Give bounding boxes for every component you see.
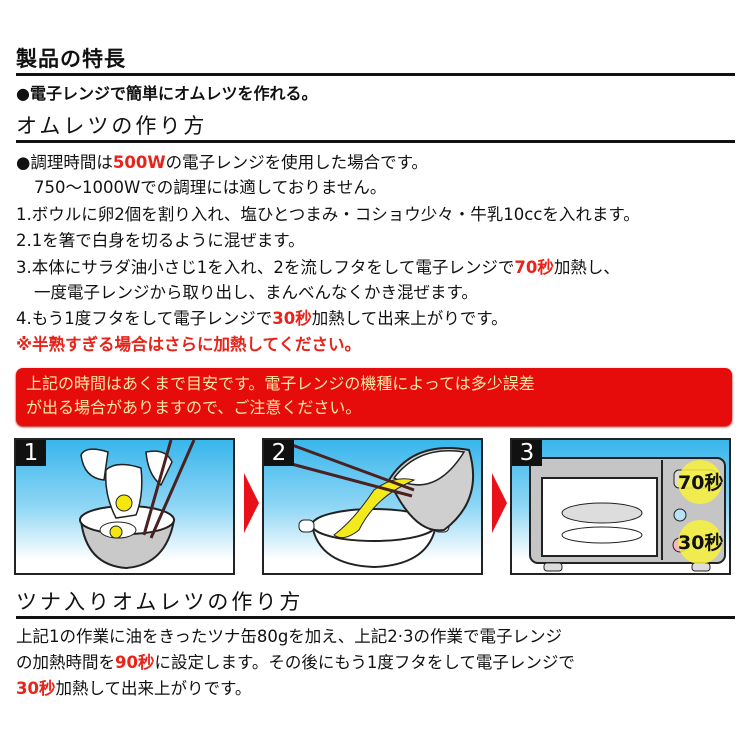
microwave-illustration <box>529 457 726 572</box>
tuna-time-90: 90秒 <box>115 653 155 672</box>
step-panel-2: 2 <box>262 438 483 575</box>
notice-line-2: が出る場合がありますので、ご注意ください。 <box>26 398 362 417</box>
step-3-continuation: 一度電子レンジから取り出し、まんべんなくかき混ぜます。 <box>34 283 478 302</box>
egg-bowl-illustration <box>79 440 196 570</box>
tuna-heading: ツナ入りオムレツの作り方 <box>16 589 735 619</box>
step-2: 2.1を箸で白身を切るように混ぜます。 <box>16 231 305 250</box>
time-badge-30: 30秒 <box>678 532 724 554</box>
features-heading: 製品の特長 <box>16 46 735 76</box>
step-3-prefix: 3.本体にサラダ油小さじ1を入れ、2を流しフタをして電子レンジで <box>16 258 515 277</box>
features-bullet: ●電子レンジで簡単にオムレツを作れる。 <box>16 84 318 103</box>
tuna-line-3-suffix: 加熱して出来上がりです。 <box>55 679 252 698</box>
half-cooked-warning: ※半熟すぎる場合はさらに加熱してください。 <box>16 335 362 354</box>
note-suffix: の電子レンジを使用した場合です。 <box>165 153 428 172</box>
step-3-time: 70秒 <box>514 258 554 277</box>
step-4-time: 30秒 <box>272 309 312 328</box>
wattage-warning: 750〜1000Wでの調理には適しておりません。 <box>34 178 387 197</box>
step-panel-3: 3 70秒 30秒 <box>510 438 731 575</box>
step-number: 1 <box>16 440 46 466</box>
notice-line-1: 上記の時間はあくまで目安です。電子レンジの機種によっては多少誤差 <box>26 374 535 393</box>
step-3-suffix: 加熱し、 <box>553 258 620 277</box>
next-arrow-icon <box>244 473 259 533</box>
step-number: 3 <box>512 440 542 466</box>
step-panel-1: 1 <box>14 438 235 575</box>
cooking-time-note: ●調理時間は500Wの電子レンジを使用した場合です。 <box>16 152 428 174</box>
tuna-line-3: 30秒加熱して出来上がりです。 <box>16 678 251 700</box>
tuna-line-1: 上記1の作業に油をきったツナ缶80gを加え、上記2·3の作業で電子レンジ <box>16 627 563 646</box>
step-4: 4.もう1度フタをして電子レンジで30秒加熱して出来上がりです。 <box>16 308 508 330</box>
note-prefix: ●調理時間は <box>16 153 113 172</box>
tuna-line-2-prefix: の加熱時間を <box>16 653 115 672</box>
step-4-suffix: 加熱して出来上がりです。 <box>311 309 508 328</box>
next-arrow-icon <box>492 473 507 533</box>
time-badge-70: 70秒 <box>678 472 724 494</box>
step-number: 2 <box>264 440 294 466</box>
step-4-prefix: 4.もう1度フタをして電子レンジで <box>16 309 273 328</box>
wattage-highlight: 500W <box>112 153 166 172</box>
tuna-line-2: の加熱時間を90秒に設定します。その後にもう1度フタをして電子レンジで <box>16 652 575 674</box>
tuna-time-30: 30秒 <box>16 679 56 698</box>
step-1: 1.ボウルに卵2個を割り入れ、塩ひとつまみ・コショウ少々・牛乳10ccを入れます… <box>16 205 640 224</box>
caution-notice: 上記の時間はあくまで目安です。電子レンジの機種によっては多少誤差 が出る場合があ… <box>16 368 732 426</box>
tuna-line-2-suffix: に設定します。その後にもう1度フタをして電子レンジで <box>154 653 575 672</box>
howto-heading: オムレツの作り方 <box>16 113 735 143</box>
pour-egg-illustration <box>283 440 475 569</box>
step-3: 3.本体にサラダ油小さじ1を入れ、2を流しフタをして電子レンジで70秒加熱し、 <box>16 257 620 279</box>
